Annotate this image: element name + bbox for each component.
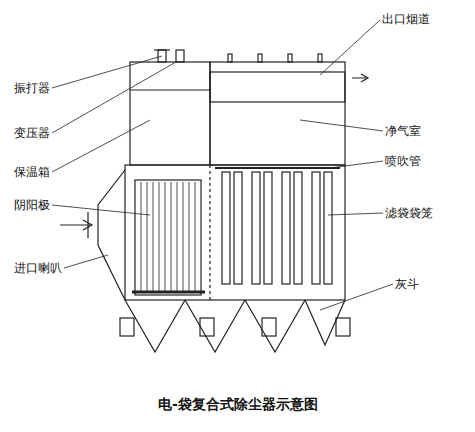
electrode-rail xyxy=(132,291,205,294)
outlet-arrow xyxy=(352,74,368,82)
blow-pipe xyxy=(215,167,340,169)
leader-lines xyxy=(52,20,393,310)
part-label: 净气室 xyxy=(385,124,421,138)
part-label: 振打器 xyxy=(14,81,50,95)
hopper xyxy=(185,300,245,352)
main-body xyxy=(125,165,345,300)
nozzle xyxy=(318,54,322,62)
part-label: 出口烟道 xyxy=(382,12,430,26)
partition xyxy=(209,165,210,300)
part-label: 阴阳极 xyxy=(14,198,50,212)
part-label: 进口喇叭 xyxy=(14,261,62,275)
insulation-box xyxy=(130,62,210,165)
inlet-horn xyxy=(98,170,125,300)
part-label: 变压器 xyxy=(14,126,50,140)
part-label: 保温箱 xyxy=(14,165,50,179)
outlet-duct xyxy=(210,62,345,102)
hopper xyxy=(305,300,345,345)
nozzle xyxy=(228,54,232,62)
box-line xyxy=(130,89,210,90)
support xyxy=(120,318,134,336)
electrode-frame xyxy=(135,180,201,295)
caption: 电-袋复合式除尘器示意图 xyxy=(158,396,318,414)
nozzle xyxy=(258,54,262,62)
part-label: 灰斗 xyxy=(395,277,419,291)
support xyxy=(336,318,350,336)
electrode-plates xyxy=(141,182,195,293)
inlet-mark xyxy=(87,212,88,238)
inlet-arrow xyxy=(60,220,92,230)
vibrator xyxy=(176,50,184,62)
hopper xyxy=(245,300,305,352)
clean-gas-chamber xyxy=(210,72,345,165)
filter-bags xyxy=(222,172,332,284)
nozzle xyxy=(288,54,292,62)
support xyxy=(262,318,276,336)
part-label: 喷吹管 xyxy=(385,154,421,168)
vibrator-cap xyxy=(154,49,170,50)
support xyxy=(200,318,214,336)
part-label: 滤袋袋笼 xyxy=(385,206,433,220)
